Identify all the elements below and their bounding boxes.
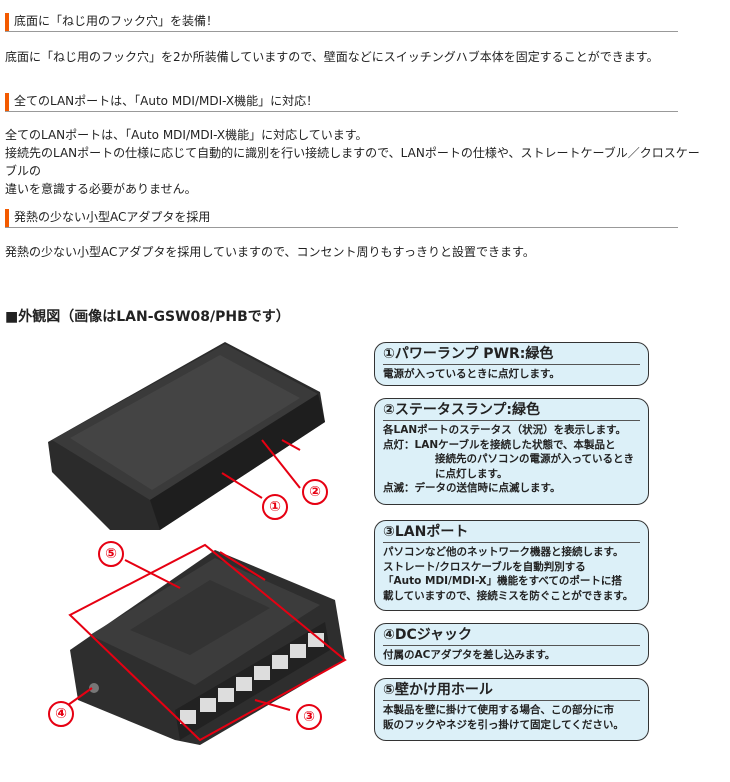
feature-body-1: 底面に「ねじ用のフック穴」を2か所装備していますので、壁面などにスイッチングハブ… [5,48,705,66]
part-text: 接続先のパソコンの電源が入っているとき [435,453,634,465]
feature-body-2: 全てのLANポートは、「Auto MDI/MDI-X機能」に対応しています。 接… [5,126,705,198]
text-line: 全てのLANポートは、「Auto MDI/MDI-X機能」に対応しています。 [5,128,368,142]
part-box-status-lamp: ②ステータスランプ:緑色 各LANポートのステータス（状況）を表示します。 点灯… [374,398,649,505]
part-text: 電源が入っているときに点灯します。 [383,368,560,380]
part-text: 本製品を壁に掛けて使用する場合、この部分に市 [383,704,614,716]
text-line: 発熱の少ない小型ACアダプタを採用していますので、コンセント周りもすっきりと設置… [5,245,535,259]
part-title: ⑤壁かけ用ホール [383,681,640,701]
part-text: 各LANポートのステータス（状況）を表示します。 [383,424,627,436]
part-text: パソコンなど他のネットワーク機器と接続します。 [383,546,624,558]
switch-bottom-view [70,550,345,745]
part-box-wall-hole: ⑤壁かけ用ホール 本製品を壁に掛けて使用する場合、この部分に市 販のフックやネジ… [374,678,649,741]
device-illustration [48,342,347,745]
part-box-power-lamp: ①パワーランプ PWR:緑色 電源が入っているときに点灯します。 [374,342,649,386]
part-title: ④DCジャック [383,626,640,646]
part-text: 販のフックやネジを引っ掛けて固定してください。 [383,718,624,731]
text-line: 接続先のLANポートの仕様に応じて自動的に識別を行い接続しますので、LANポート… [5,146,700,178]
callout-5: ⑤ [98,541,124,567]
part-title: ②ステータスランプ:緑色 [383,401,640,421]
part-text: 点灯：LANケーブルを接続した状態で、本製品と [383,438,616,451]
exterior-title: ■外観図（画像はLAN-GSW08/PHBです） [5,309,290,325]
part-text: 載していますので、接続ミスを防ぐことができます。 [383,589,634,602]
text-line: 違いを意識する必要がありません。 [5,182,197,196]
callout-1: ① [262,494,288,520]
feature-heading-1: 底面に「ねじ用のフック穴」を装備！ [5,10,678,32]
part-text: 点滅：データの送信時に点滅します。 [383,482,561,494]
text-line: 底面に「ねじ用のフック穴」を2か所装備していますので、壁面などにスイッチングハブ… [5,50,659,64]
part-box-dc-jack: ④DCジャック 付属のACアダプタを差し込みます。 [374,623,649,666]
callout-lines [67,439,347,742]
part-title: ①パワーランプ PWR:緑色 [383,345,640,365]
part-text: ストレート/クロスケーブルを自動判別する [383,560,586,573]
feature-body-3: 発熱の少ない小型ACアダプタを採用していますので、コンセント周りもすっきりと設置… [5,243,705,261]
callout-4: ④ [48,701,74,727]
callout-3: ③ [296,704,322,730]
feature-heading-2: 全てのLANポートは、「Auto MDI/MDI-X機能」に対応！ [5,90,678,112]
part-text: 付属のACアダプタを差し込みます。 [383,649,556,661]
part-text: 「Auto MDI/MDI-X」機能をすべてのポートに搭 [383,575,622,587]
feature-heading-3: 発熱の少ない小型ACアダプタを採用 [5,206,678,228]
part-box-lan-port: ③LANポート パソコンなど他のネットワーク機器と接続します。 ストレート/クロ… [374,520,649,611]
callout-2: ② [302,479,328,505]
part-text: に点灯します。 [435,467,508,480]
part-title: ③LANポート [383,523,640,543]
switch-top-view [48,342,325,530]
